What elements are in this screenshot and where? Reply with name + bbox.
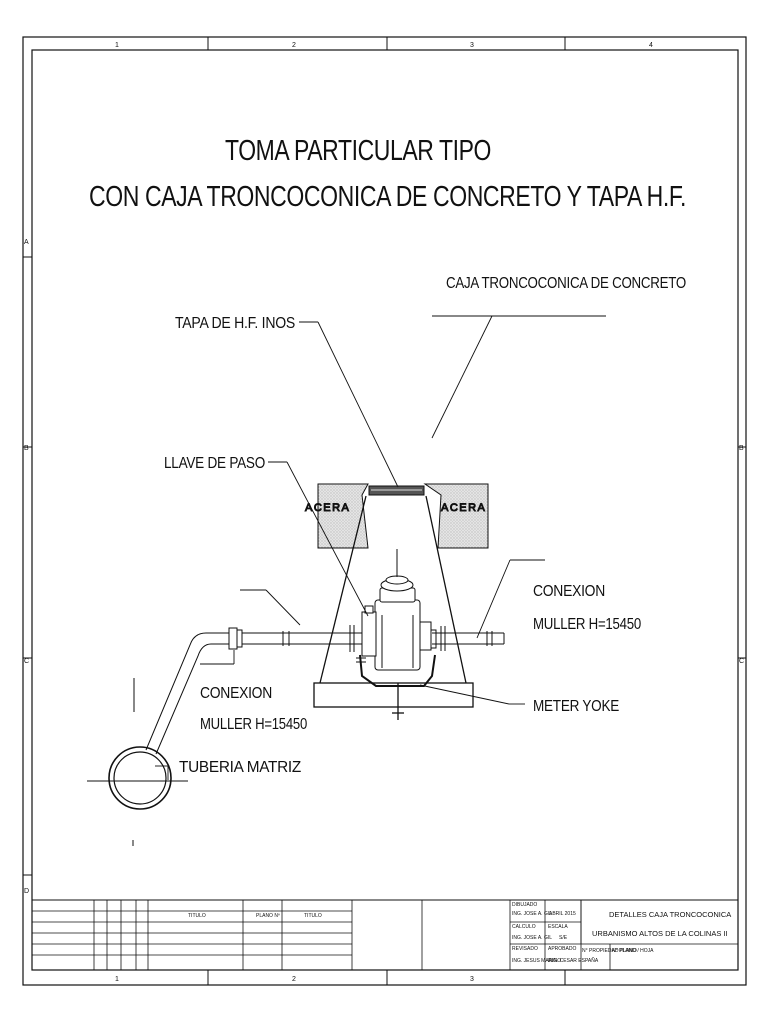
title-line-1: TOMA PARTICULAR TIPO	[225, 135, 491, 167]
escala-value: S/E	[559, 935, 568, 941]
zone-top-2: 2	[292, 42, 296, 49]
zone-bottom-3: 3	[470, 976, 474, 983]
conexion-right-line1: CONEXION	[533, 583, 605, 600]
tapa-label: TAPA DE H.F. INOS	[175, 315, 295, 332]
zone-left-c: C	[24, 658, 29, 665]
title-line-2: CON CAJA TRONCOCONICA DE CONCRETO Y TAPA…	[89, 181, 686, 213]
zone-top-4: 4	[649, 42, 653, 49]
revisado-label: REVISADO	[512, 946, 538, 952]
concrete-box	[313, 495, 474, 720]
main-pipe-circle	[108, 746, 172, 810]
zone-left-b: B	[24, 445, 29, 452]
description-line-2: URBANISMO ALTOS DE LA COLINAS II	[592, 929, 728, 938]
coupling-left	[228, 627, 238, 650]
title-block-text: TITULO PLANO Nº TITULO DIBUJADO ING. JOS…	[188, 902, 731, 964]
zone-markers: 1 2 3 4 1 2 3 A B C D B C	[24, 42, 744, 983]
meter-yoke-label: METER YOKE	[533, 698, 619, 715]
zone-left-a: A	[24, 239, 29, 246]
calculo-value: ING. JOSE A. GIL	[512, 935, 552, 941]
service-pipe	[216, 625, 505, 663]
cast-iron-lid	[368, 485, 425, 496]
zone-bottom-2: 2	[292, 976, 296, 983]
propiedad-plano: N° PROPIEDAD PLANO	[582, 948, 637, 954]
sidewalk-right	[423, 483, 489, 549]
col-titulo: TITULO	[188, 913, 206, 919]
leader-lines	[155, 315, 606, 780]
zone-top-1: 1	[115, 42, 119, 49]
col-titulo-2: TITULO	[304, 913, 322, 919]
zone-top-3: 3	[470, 42, 474, 49]
sidewalk-left	[317, 483, 369, 549]
zone-bottom-1: 1	[115, 976, 119, 983]
calculo-label: CALCULO	[512, 924, 536, 930]
conexion-right-line2: MULLER H=15450	[533, 616, 641, 633]
sidewalk-slabs: ACERA ACERA	[305, 483, 489, 549]
description-line-1: DETALLES CAJA TRONCOCONICA	[609, 910, 731, 919]
col-plano: PLANO Nº	[256, 913, 280, 919]
zone-right-c: C	[739, 658, 744, 665]
callout-labels: CAJA TRONCOCONICA DE CONCRETO TAPA DE H.…	[164, 275, 686, 776]
revisado-value: ING. JESUS MARINO	[512, 958, 561, 964]
escala-label: ESCALA	[548, 924, 568, 930]
sheet-border	[22, 36, 747, 986]
tuberia-label: TUBERIA MATRIZ	[179, 759, 301, 776]
fecha-value: ABRIL 2015	[549, 911, 576, 917]
drawing-title: TOMA PARTICULAR TIPO CON CAJA TRONCOCONI…	[89, 135, 687, 213]
conexion-left-line1: CONEXION	[200, 685, 272, 702]
main-pipe	[87, 632, 216, 846]
numero-plano: N° PLANO / HOJA	[612, 948, 654, 954]
aprobado-label: APROBADO	[548, 946, 576, 952]
dibujado-value: ING. JOSE A. GIL	[512, 911, 552, 917]
acera-left-label: ACERA	[305, 502, 350, 514]
caja-label: CAJA TRONCOCONICA DE CONCRETO	[446, 275, 686, 292]
title-block	[32, 899, 738, 970]
conexion-left-line2: MULLER H=15450	[200, 716, 307, 733]
dibujado-label: DIBUJADO	[512, 902, 537, 908]
water-meter	[359, 549, 437, 687]
zone-left-d: D	[24, 888, 29, 895]
llave-label: LLAVE DE PASO	[164, 455, 265, 472]
aprobado-value: ING. CESAR ESPAÑA	[548, 957, 599, 964]
acera-right-label: ACERA	[441, 502, 486, 514]
zone-right-b: B	[739, 445, 744, 452]
